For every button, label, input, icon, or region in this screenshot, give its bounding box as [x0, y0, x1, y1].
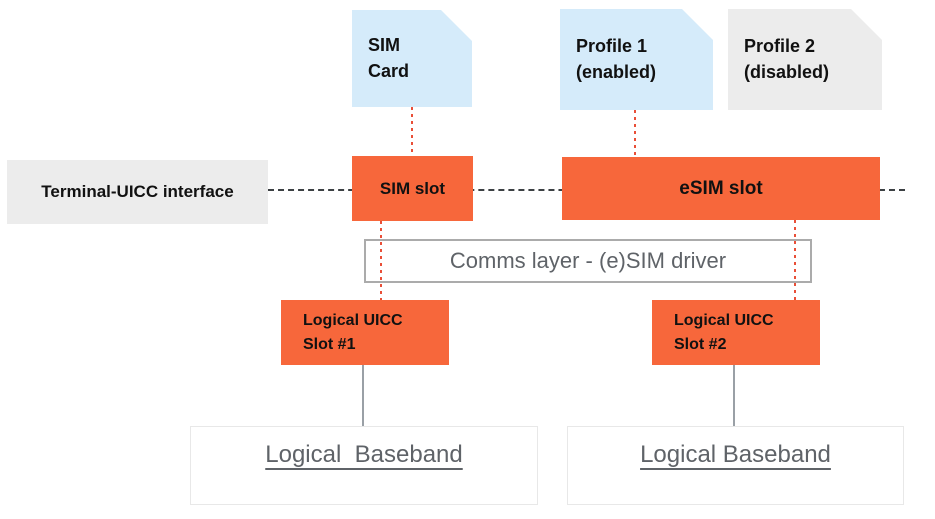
- dotted-connector-simcard-to-simslot: [411, 107, 413, 156]
- terminal-uicc-interface-label: Terminal-UICC interface: [41, 182, 234, 201]
- sim-slot-node: SIM slot: [352, 156, 473, 221]
- dotted-connector-esimslot-to-uicc2: [794, 220, 796, 300]
- connector-uicc2-to-baseband2: [733, 365, 735, 426]
- logical-uicc-slot1-label: Logical UICC Slot #1: [303, 312, 403, 353]
- logical-baseband2-label: Logical Baseband: [640, 441, 831, 468]
- logical-baseband1-label: Logical Baseband: [265, 441, 463, 468]
- sim-slot-label: SIM slot: [379, 178, 446, 198]
- dotted-connector-simslot-to-uicc1: [380, 221, 382, 300]
- logical-uicc-slot1-node: Logical UICC Slot #1: [281, 300, 449, 365]
- dotted-connector-profile1-to-esimslot: [634, 110, 636, 158]
- logical-uicc-slot2-node: Logical UICC Slot #2: [652, 300, 820, 365]
- profile2-disabled-node: Profile 2 (disabled): [728, 9, 882, 110]
- esim-slot-node: eSIM slot: [562, 157, 880, 220]
- profile2-label: Profile 2 (disabled): [744, 36, 830, 82]
- profile1-enabled-node: Profile 1 (enabled): [560, 9, 713, 110]
- comms-layer-label: Comms layer - (e)SIM driver: [449, 248, 727, 273]
- sim-card-node: SIM Card: [352, 10, 472, 107]
- logical-baseband2-node: Logical Baseband: [567, 426, 904, 505]
- esim-slot-label: eSIM slot: [679, 177, 763, 199]
- logical-uicc-slot2-label: Logical UICC Slot #2: [674, 312, 774, 353]
- connector-uicc1-to-baseband1: [362, 365, 364, 426]
- comms-layer-node: Comms layer - (e)SIM driver: [364, 239, 812, 283]
- sim-card-label: SIM Card: [368, 35, 410, 81]
- logical-baseband1-node: Logical Baseband: [190, 426, 538, 505]
- profile1-label: Profile 1 (enabled): [576, 36, 657, 82]
- terminal-uicc-interface-node: Terminal-UICC interface: [7, 160, 268, 224]
